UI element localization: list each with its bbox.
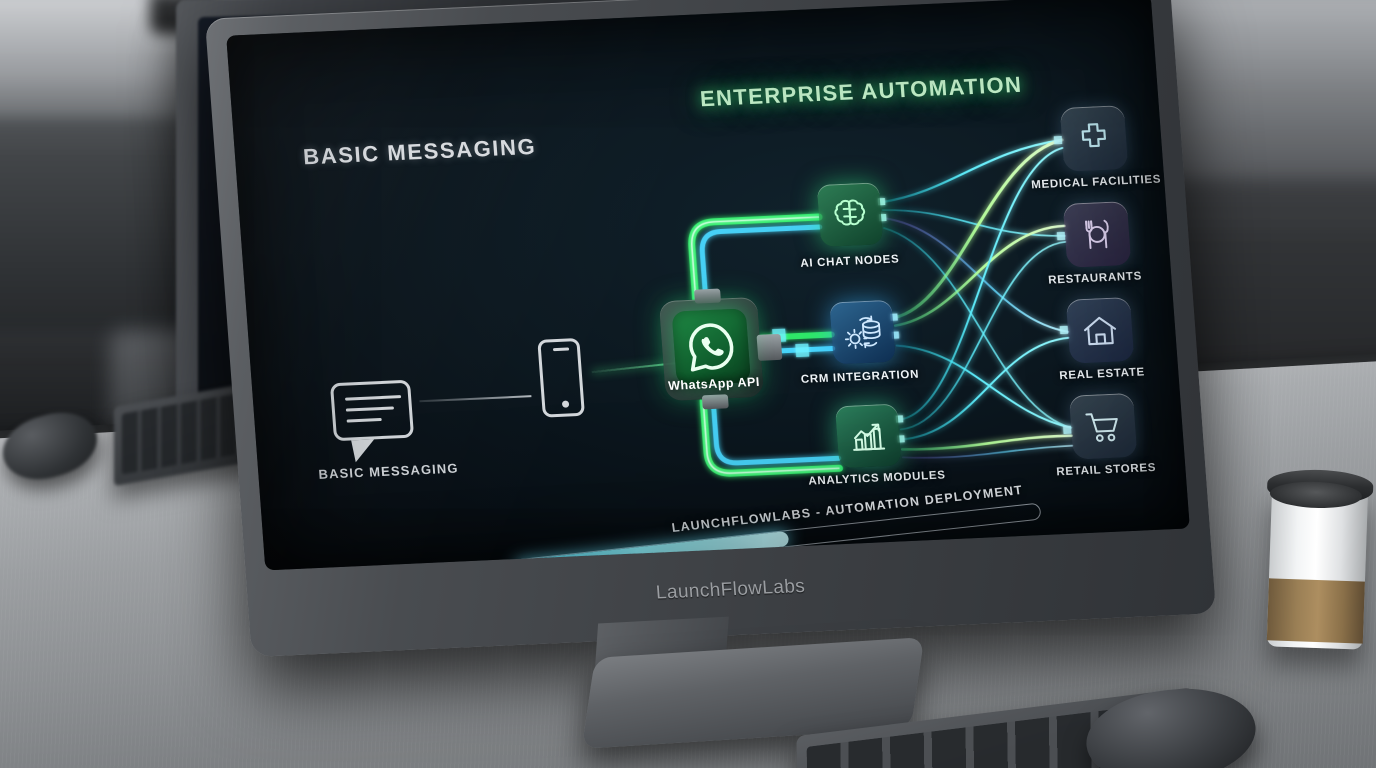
hub-port-right [756,333,783,361]
coffee-cup[interactable] [1266,450,1374,650]
cutlery-plate-icon [1085,219,1109,249]
restaurants-node[interactable] [1062,201,1132,268]
coffee-cup-body [1266,486,1369,650]
label-ai-chat-nodes: AI CHAT NODES [799,253,900,270]
label-medical-facilities: MEDICAL FACILITIES [1030,173,1162,192]
chat-bubble-icon [329,379,415,442]
coffee-cup-lid [1266,468,1374,510]
real-estate-node[interactable] [1065,296,1135,364]
smartphone-icon [537,337,585,418]
whatsapp-icon [671,308,751,386]
whatsapp-api-node[interactable]: WhatsApp API [658,288,783,410]
hub-port-bottom [701,394,729,410]
analytics-modules-node[interactable] [834,403,902,469]
chat-bubble-lines [344,395,403,430]
coffee-cup-sleeve [1266,578,1365,644]
brain-icon [834,199,866,226]
label-retail-stores: RETAIL STORES [1055,461,1157,479]
automation-diagram: BASIC MESSAGING ENTERPRISE AUTOMATION [226,0,1190,571]
heading-basic-messaging: BASIC MESSAGING [302,133,538,170]
whatsapp-api-label: WhatsApp API [667,374,761,393]
house-icon [1084,316,1117,346]
heading-enterprise-automation: ENTERPRISE AUTOMATION [699,71,1024,112]
medical-cross-icon [1081,123,1107,148]
label-crm-integration: CRM INTEGRATION [800,368,920,386]
shopping-cart-icon [1085,413,1118,442]
retail-stores-node[interactable] [1068,392,1138,460]
connector-bubble-to-phone [419,395,532,403]
label-basic-messaging: BASIC MESSAGING [317,460,460,482]
ai-chat-nodes-node[interactable] [816,182,884,247]
gear-database-icon [844,315,881,349]
label-restaurants: RESTAURANTS [1047,270,1143,287]
label-analytics-modules: ANALYTICS MODULES [807,469,947,488]
crm-integration-node[interactable] [829,299,896,365]
whatsapp-glyph [689,323,734,372]
hub-port-top [694,288,722,304]
primary-monitor: BASIC MESSAGING ENTERPRISE AUTOMATION [204,0,1217,658]
bar-chart-arrow-icon [853,423,886,451]
monitor-screen[interactable]: BASIC MESSAGING ENTERPRISE AUTOMATION [226,0,1190,571]
label-real-estate: REAL ESTATE [1058,366,1146,383]
medical-facilities-node[interactable] [1059,105,1129,172]
